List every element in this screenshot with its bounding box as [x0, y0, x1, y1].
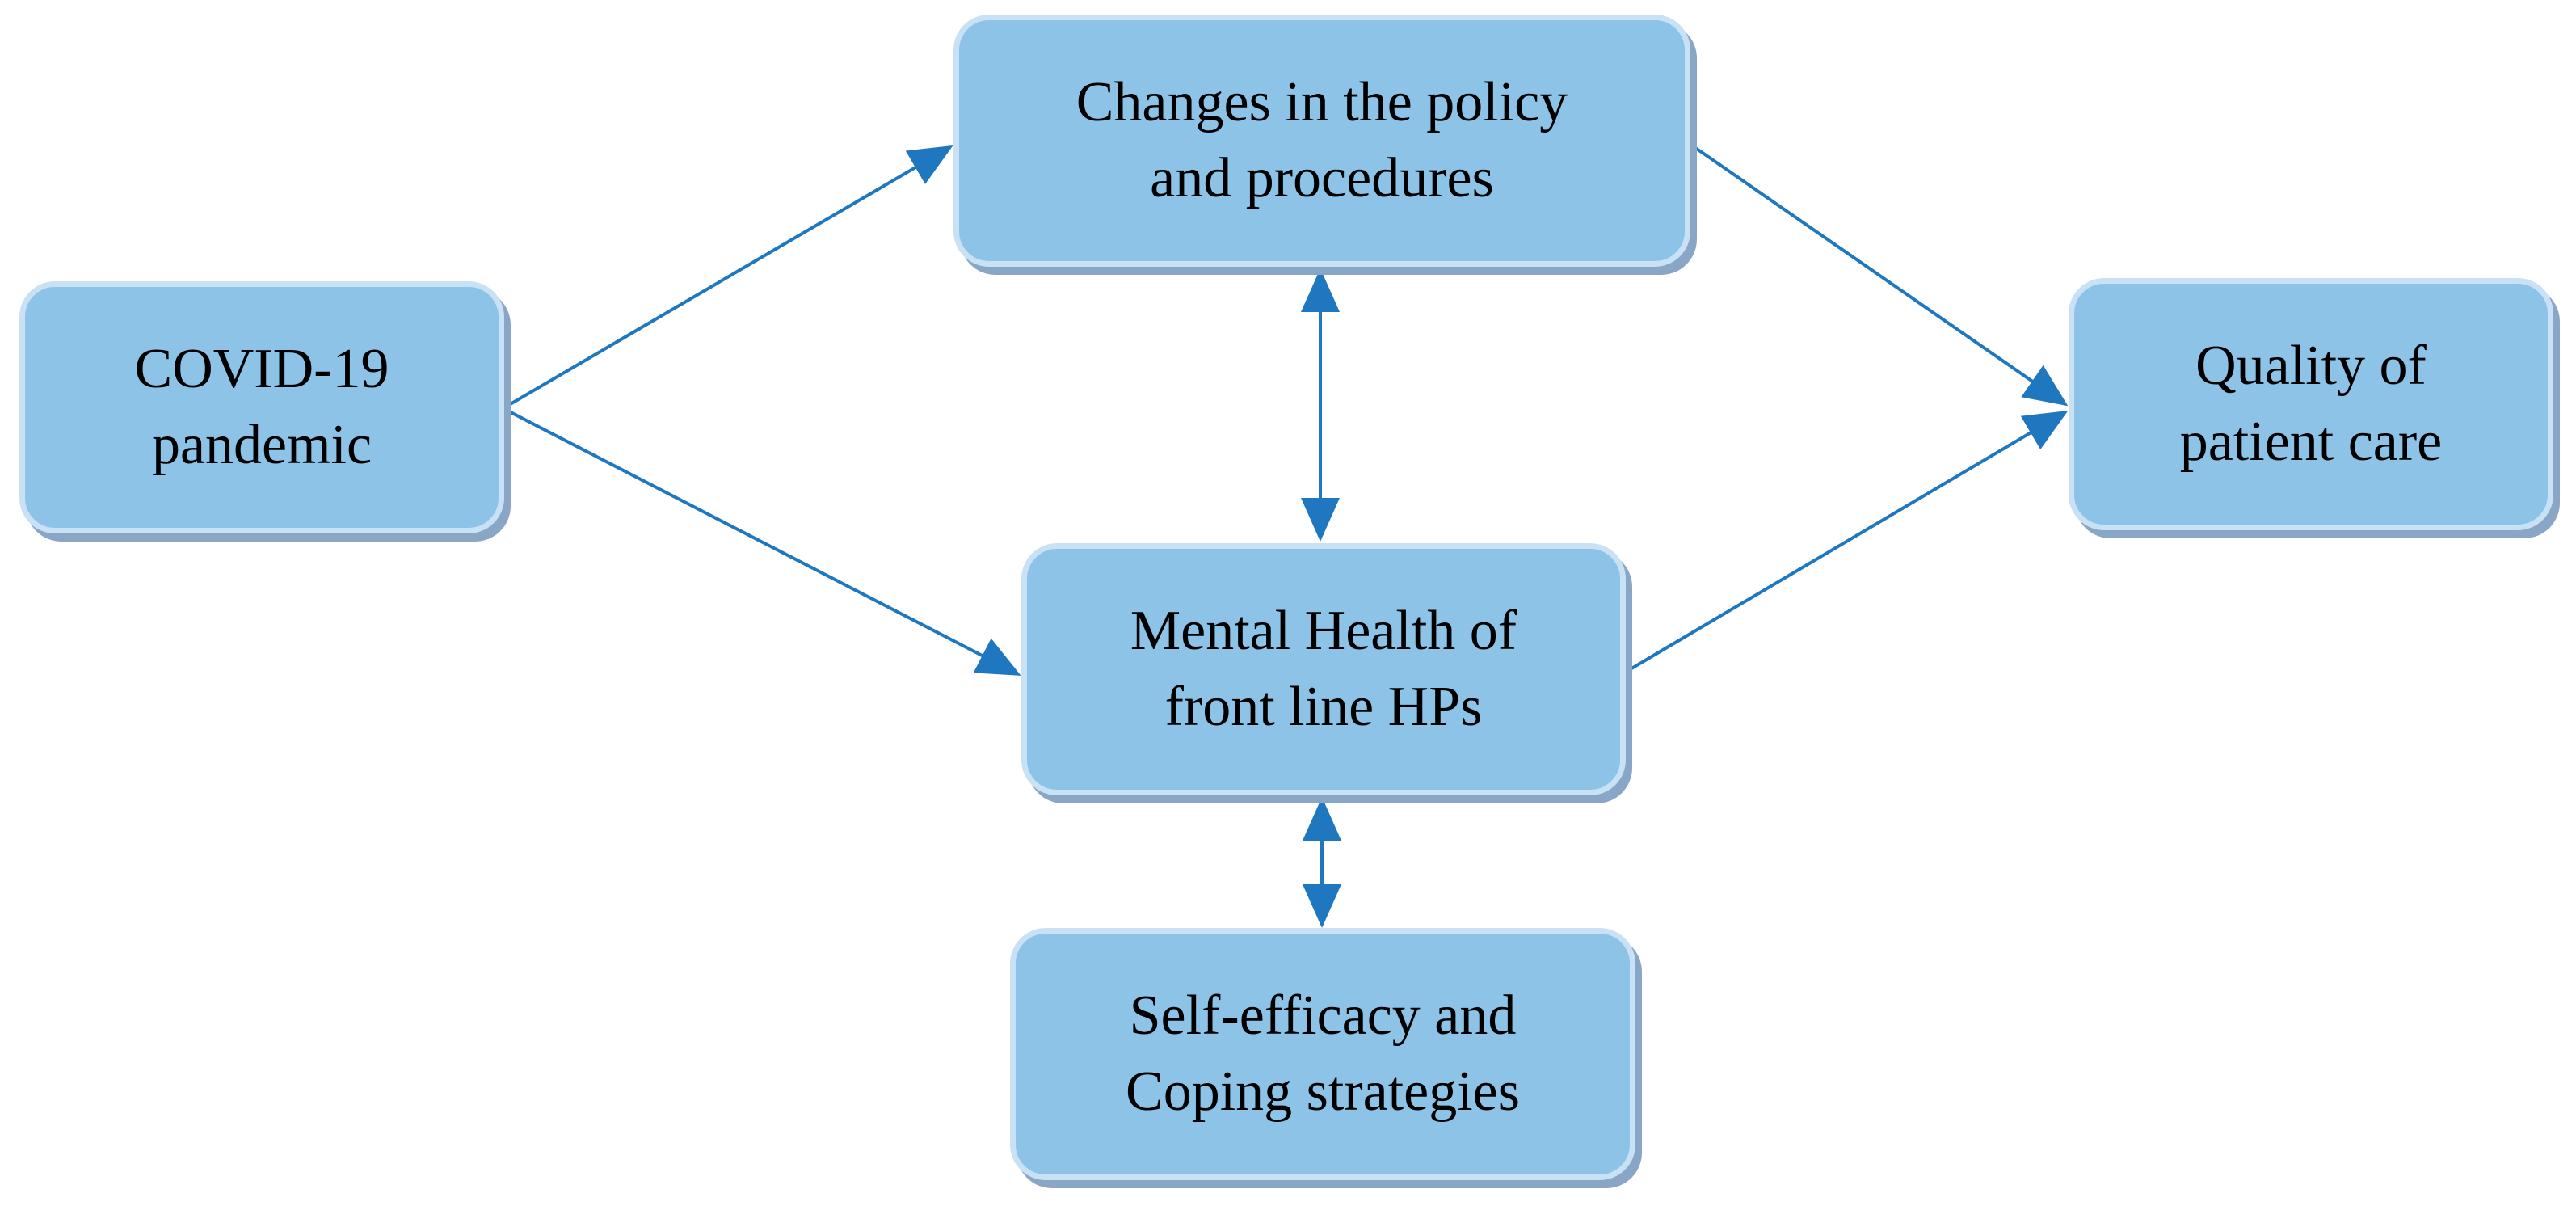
node-self-efficacy-coping-label: Self-efficacy and Coping strategies — [1126, 985, 1520, 1123]
node-quality-of-patient-care-label: Quality of patient care — [2179, 335, 2443, 473]
node-covid-19-pandemic-label: COVID-19 pandemic — [134, 338, 389, 476]
node-self-efficacy-coping: Self-efficacy and Coping strategies — [1010, 928, 1635, 1180]
arrow-covid-to-policy — [506, 145, 953, 407]
node-quality-of-patient-care: Quality of patient care — [2069, 278, 2553, 530]
node-policy-changes: Changes in the policy and procedures — [953, 15, 1690, 267]
node-mental-health-label: Mental Health of front line HPs — [1130, 600, 1517, 738]
node-mental-health: Mental Health of front line HPs — [1021, 543, 1626, 795]
arrow-covid-to-mental-health — [507, 409, 1021, 676]
arrow-policy-to-quality — [1690, 144, 2069, 407]
arrow-mental-health-to-quality — [1626, 410, 2069, 673]
node-covid-19-pandemic: COVID-19 pandemic — [19, 281, 504, 533]
node-policy-changes-label: Changes in the policy and procedures — [1075, 71, 1568, 209]
